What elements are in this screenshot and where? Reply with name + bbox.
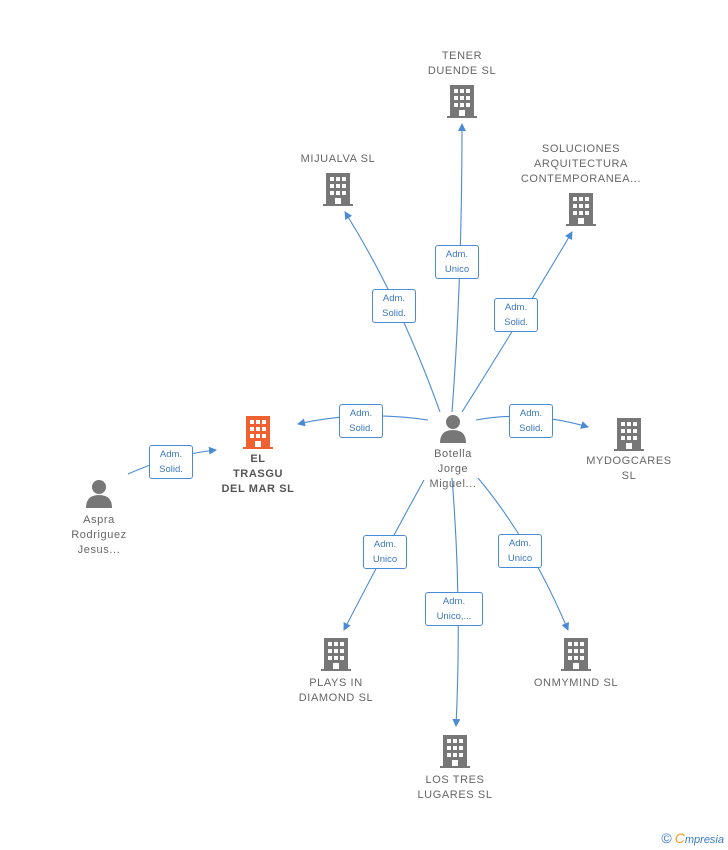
person-label: Aspra Rodriguez Jesus... xyxy=(71,514,127,556)
brand-initial: C xyxy=(674,830,685,846)
company-label: LOS TRES LUGARES SL xyxy=(417,774,493,801)
building-icon xyxy=(321,638,351,671)
company-node-plays-in-diamond[interactable]: PLAYS IN DIAMOND SL xyxy=(286,636,386,706)
brand-name: mpresia xyxy=(684,834,724,846)
edge-label-to-onmymind[interactable]: Adm. Unico xyxy=(498,534,542,568)
edge-label-to-mijualva[interactable]: Adm. Solid. xyxy=(372,289,416,323)
company-label: EL TRASGU DEL MAR SL xyxy=(221,453,295,495)
edge-label-to-lostres[interactable]: Adm. Unico,... xyxy=(425,592,483,626)
person-icon xyxy=(86,480,112,508)
company-label: MYDOGCARES SL xyxy=(586,455,672,482)
building-icon xyxy=(566,193,596,226)
company-label: MIJUALVA SL xyxy=(300,153,376,165)
person-node-botella-jorge-miguel[interactable]: Botella Jorge Miguel... xyxy=(413,413,493,492)
edge-label-to-eltrasgu[interactable]: Adm. Solid. xyxy=(339,404,383,438)
edge-label-to-plays[interactable]: Adm. Unico xyxy=(363,535,407,569)
edge-label-to-soluciones[interactable]: Adm. Solid. xyxy=(494,298,538,332)
company-label: ONMYMIND SL xyxy=(533,677,619,689)
company-label: SOLUCIONES ARQUITECTURA CONTEMPORANEA... xyxy=(520,143,642,185)
building-icon xyxy=(447,85,477,118)
company-node-mydogcares[interactable]: MYDOGCARES SL xyxy=(579,416,679,484)
company-node-soluciones-arquitectura[interactable]: SOLUCIONES ARQUITECTURA CONTEMPORANEA... xyxy=(511,142,651,227)
brand-watermark: © Cmpresia xyxy=(661,830,724,846)
person-node-aspra-rodriguez-jesus[interactable]: Aspra Rodriguez Jesus... xyxy=(59,478,139,558)
edge-label-aspra-to-eltrasgu[interactable]: Adm. Solid. xyxy=(149,445,193,479)
company-node-tener-duende[interactable]: TENER DUENDE SL xyxy=(412,49,512,119)
edge-label-to-mydogcares[interactable]: Adm. Solid. xyxy=(509,404,553,438)
company-label: TENER DUENDE SL xyxy=(427,50,497,77)
person-icon xyxy=(440,415,466,443)
company-node-el-trasgu-del-mar[interactable]: EL TRASGU DEL MAR SL xyxy=(208,414,308,497)
edge-label-to-tener[interactable]: Adm. Unico xyxy=(435,245,479,279)
company-node-mijualva[interactable]: MIJUALVA SL xyxy=(288,152,388,207)
building-icon xyxy=(440,735,470,768)
building-icon xyxy=(243,416,273,449)
copyright-symbol: © xyxy=(661,830,672,846)
building-icon xyxy=(561,638,591,671)
company-label: PLAYS IN DIAMOND SL xyxy=(298,677,374,704)
company-node-los-tres-lugares[interactable]: LOS TRES LUGARES SL xyxy=(405,733,505,803)
building-icon xyxy=(323,173,353,206)
company-node-onmymind[interactable]: ONMYMIND SL xyxy=(526,636,626,691)
building-icon xyxy=(614,418,644,451)
person-label: Botella Jorge Miguel... xyxy=(429,448,477,490)
